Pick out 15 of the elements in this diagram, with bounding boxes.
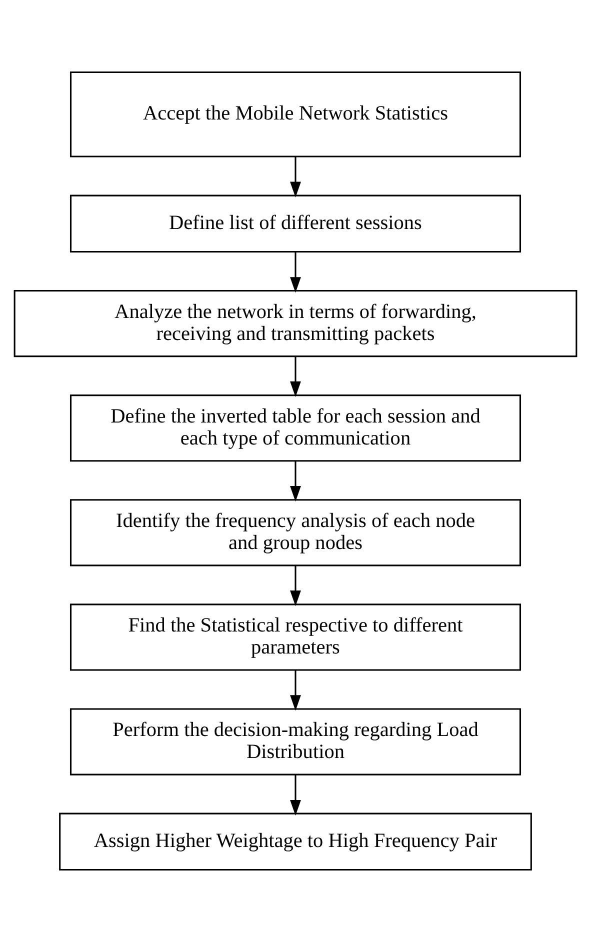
arrow	[290, 356, 301, 397]
node-box: Identify the frequency analysis of each node and group nodes	[70, 498, 522, 566]
arrow	[290, 670, 301, 710]
node-box: Find the Statistical respective to different parameters	[70, 603, 522, 670]
arrow	[290, 774, 301, 816]
node-box: Assign Higher Weightage to High Frequency Pair	[59, 812, 532, 870]
node-box: Analyze the network in terms of forwarding, receiving and transmitting packets	[14, 289, 578, 357]
node-box: Perform the decision-making regarding Load Distribution	[70, 708, 522, 775]
arrow	[290, 156, 301, 197]
arrow	[290, 252, 301, 292]
arrow	[290, 460, 301, 502]
node-box: Define the inverted table for each session and each type of communication	[70, 394, 522, 462]
node-box: Define list of different sessions	[70, 194, 522, 252]
arrow	[290, 565, 301, 606]
node-box: Accept the Mobile Network Statistics	[70, 70, 522, 157]
